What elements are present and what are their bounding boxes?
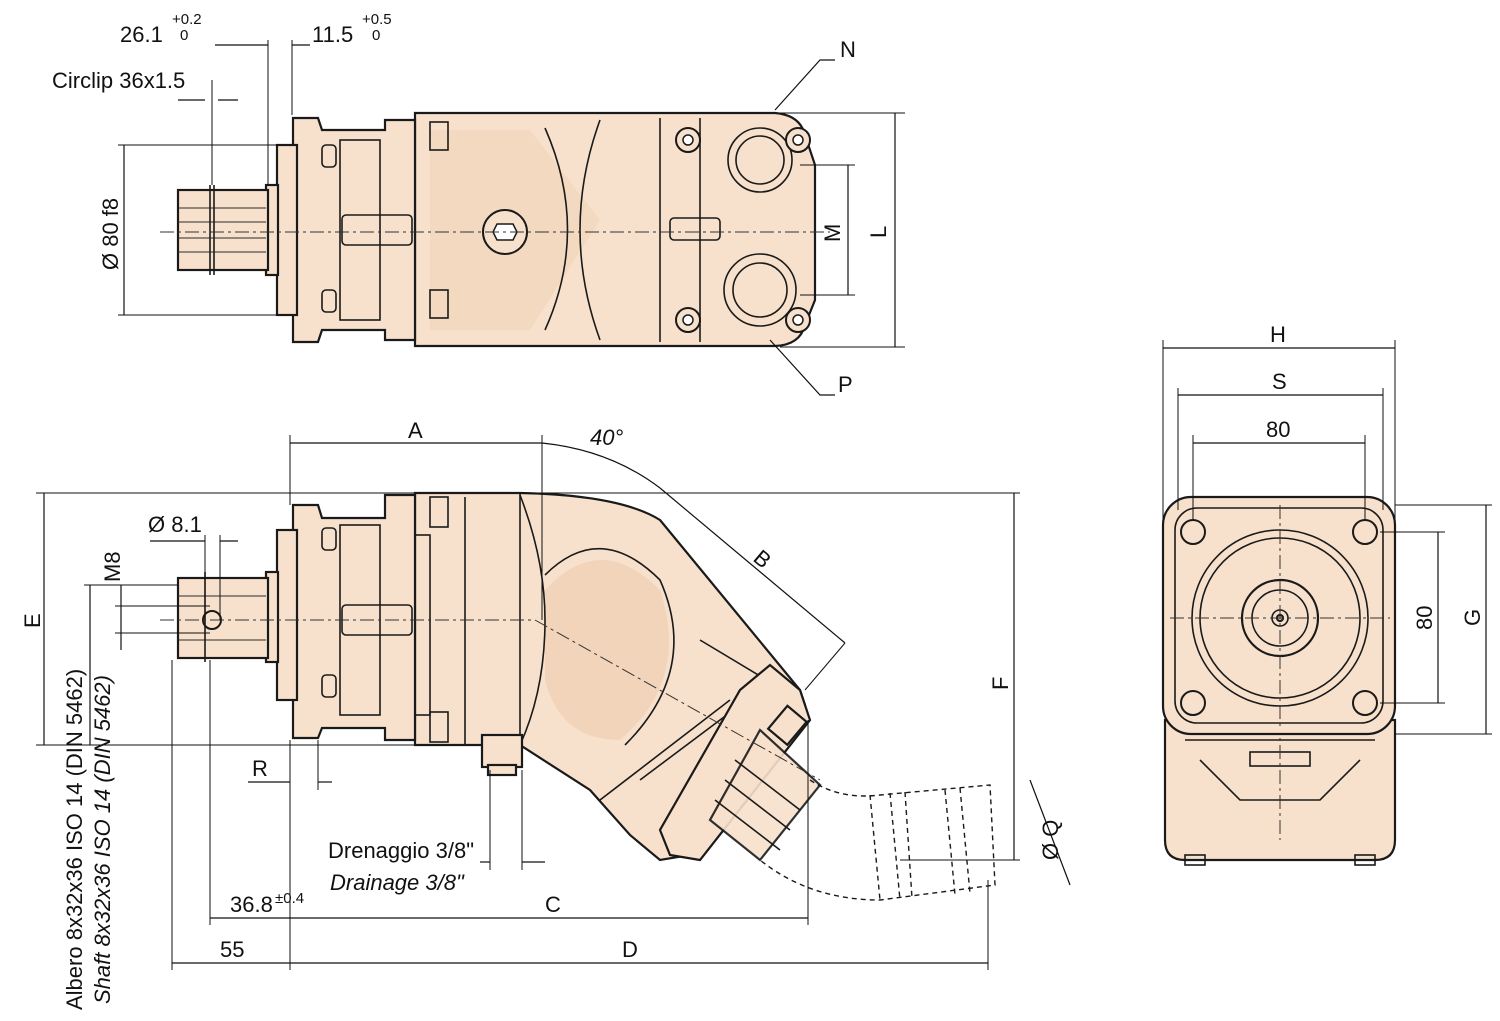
top-view-shaft	[176, 188, 270, 272]
label-dia-8-1: Ø 8.1	[148, 512, 202, 537]
label-F: F	[988, 677, 1013, 690]
top-view-dimensions: 26.1 +0.2 0 11.5 +0.5 0 Circlip 36x1.5 Ø…	[52, 11, 905, 397]
dim-26-1-tol-upper: +0.2	[172, 11, 202, 28]
circlip-label: Circlip 36x1.5	[52, 68, 185, 93]
dim-36-8-tol: ±0.4	[275, 890, 304, 907]
dim-11-5-tol-lower: 0	[372, 27, 380, 44]
top-view	[160, 111, 830, 348]
dim-11-5: 11.5	[312, 22, 353, 47]
top-view-mount-plate	[275, 143, 299, 317]
label-P: P	[838, 372, 853, 397]
label-M: M	[820, 224, 845, 242]
dim-11-5-tol-upper: +0.5	[362, 11, 392, 28]
front-view	[1161, 495, 1397, 866]
dim-80-vertical: 80	[1412, 606, 1437, 630]
front-view-dimensions: H S 80 80 G	[1162, 322, 1492, 735]
side-view-dimensions: A 40° B E F Ø Q Ø 8.1 M8 Albero 8	[20, 418, 1071, 1010]
label-A: A	[408, 418, 423, 443]
label-dia-Q: Ø Q	[1038, 820, 1063, 860]
side-view	[160, 491, 996, 901]
port-N	[727, 127, 793, 193]
label-S: S	[1272, 369, 1287, 394]
label-C: C	[545, 892, 561, 917]
label-M8: M8	[100, 551, 125, 582]
label-B: B	[749, 545, 776, 574]
label-N: N	[840, 37, 856, 62]
drain-label-it: Drenaggio 3/8"	[328, 838, 474, 863]
label-E: E	[20, 613, 45, 628]
drain-label-en: Drainage 3/8"	[330, 870, 465, 895]
label-R: R	[252, 756, 268, 781]
port-P	[723, 253, 797, 327]
dim-36-8: 36.8	[230, 892, 273, 917]
shaft-spec-it: Albero 8x32x36 ISO 14 (DIN 5462)	[62, 669, 87, 1010]
dim-26-1-tol-lower: 0	[180, 27, 188, 44]
dim-55: 55	[220, 937, 244, 962]
dim-dia-80-f8: Ø 80 f8	[98, 198, 123, 270]
dim-26-1: 26.1	[120, 22, 163, 47]
top-view-housing	[413, 111, 817, 348]
side-view-flange	[291, 493, 417, 742]
label-G: G	[1460, 609, 1485, 626]
shaft-spec-en: Shaft 8x32x36 ISO 14 (DIN 5462)	[90, 675, 115, 1004]
dim-80-horizontal: 80	[1266, 417, 1290, 442]
side-view-shaft	[176, 576, 270, 660]
label-angle-40: 40°	[590, 425, 623, 450]
label-H: H	[1270, 322, 1286, 347]
label-D: D	[622, 937, 638, 962]
top-view-flange	[291, 116, 417, 344]
label-L: L	[866, 226, 891, 238]
